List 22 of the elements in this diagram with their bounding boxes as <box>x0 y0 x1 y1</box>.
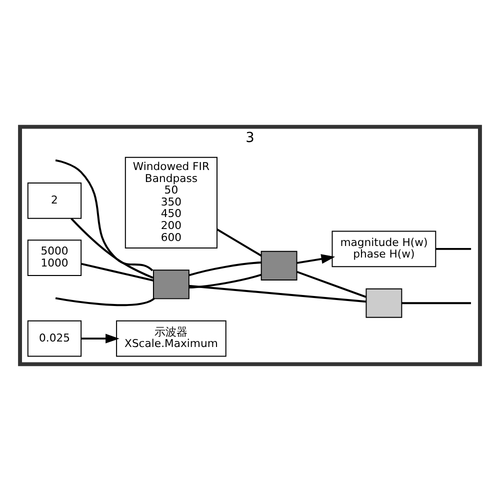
connector <box>189 284 366 303</box>
node-box: Windowed FIR Bandpass 50 350 450 200 600 <box>124 156 218 248</box>
node-box <box>260 250 298 280</box>
connector <box>55 159 154 272</box>
connector <box>189 274 262 289</box>
connector <box>81 262 154 282</box>
arrow <box>81 334 120 344</box>
node-box <box>366 288 402 318</box>
connector <box>296 270 366 298</box>
node-box: 0.025 <box>27 320 82 357</box>
node-box: 示波器 XScale.Maximum <box>116 320 226 357</box>
connector <box>70 218 154 279</box>
connector <box>216 228 262 257</box>
arrow <box>296 254 336 264</box>
connector <box>55 297 155 306</box>
connector <box>402 302 471 304</box>
node-box: magnitude H(w) phase H(w) <box>332 230 436 268</box>
node-box: 2 <box>27 182 82 219</box>
connector <box>188 262 262 276</box>
node-box: 5000 1000 <box>27 240 82 276</box>
node-box <box>152 270 190 300</box>
connector <box>436 248 472 250</box>
